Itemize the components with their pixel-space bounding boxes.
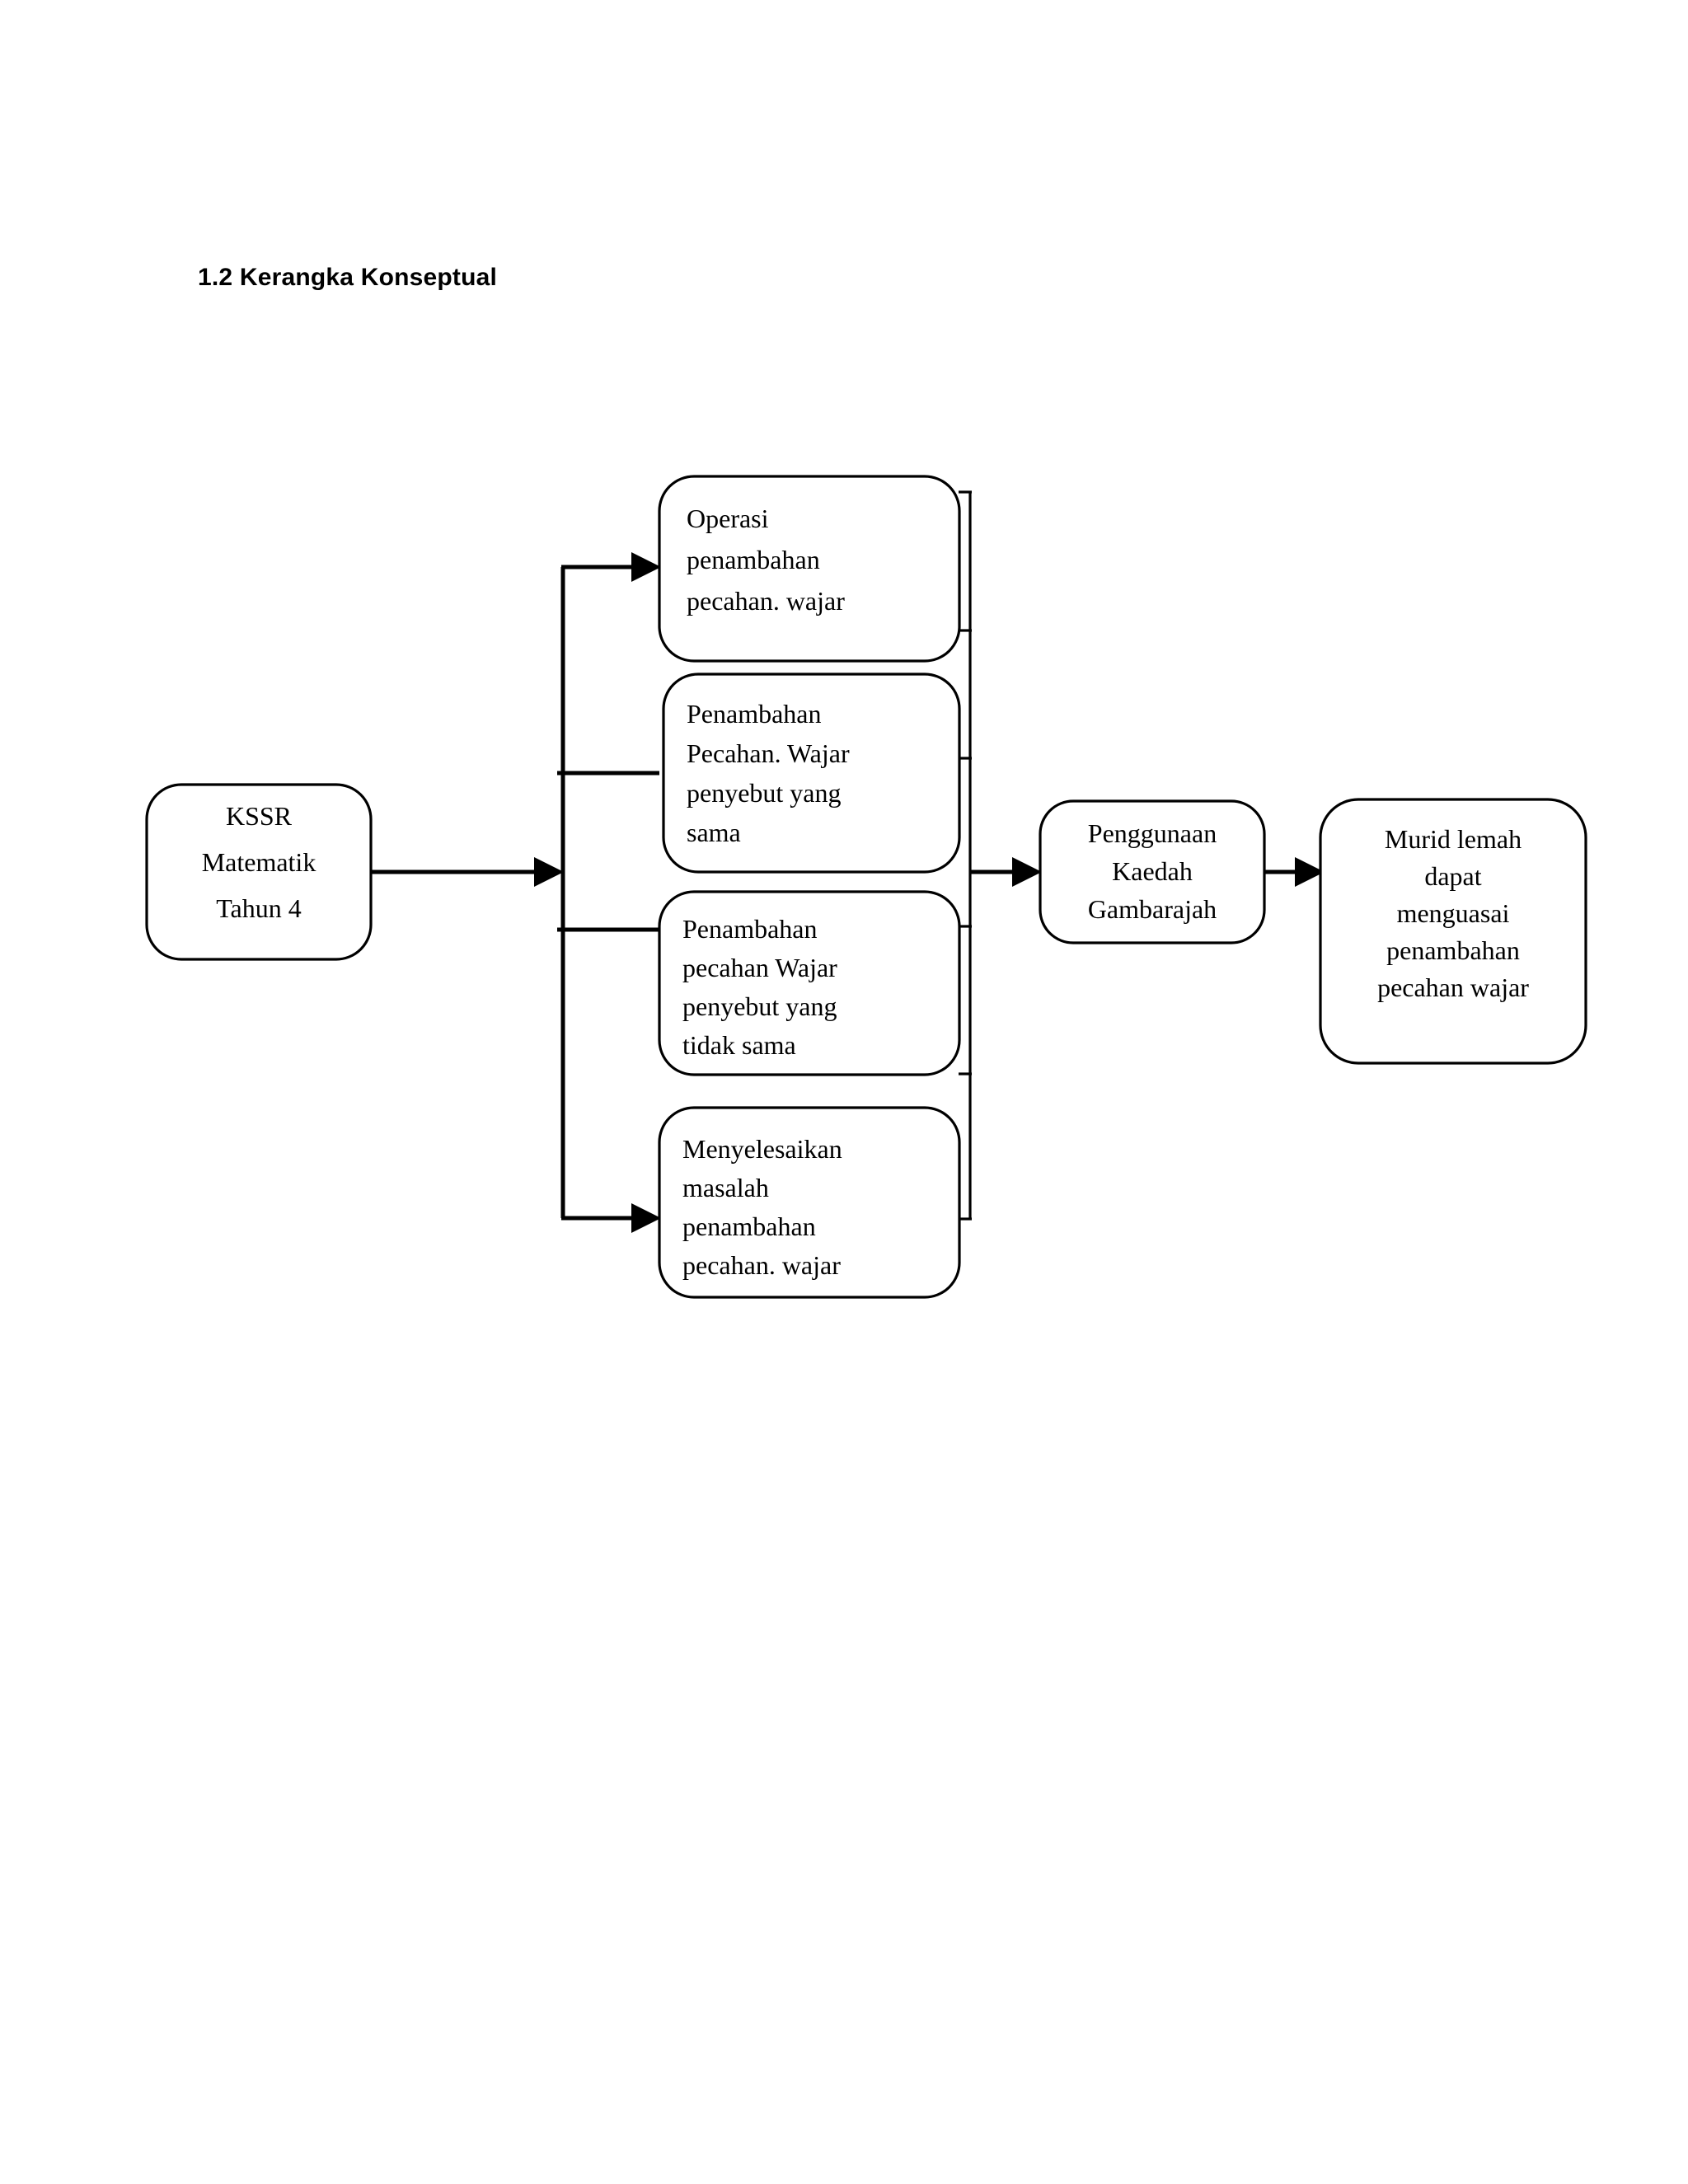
node-box[interactable]	[662, 673, 961, 874]
node-label-line: menguasai	[1397, 898, 1510, 928]
node-label-line: masalah	[682, 1173, 769, 1202]
node-label-line: Penggunaan	[1088, 818, 1217, 848]
node-box[interactable]	[658, 475, 961, 663]
node-label-line: penambahan	[1386, 935, 1520, 965]
node-label-line: Pecahan. Wajar	[687, 738, 850, 768]
node-label-line: Penambahan	[682, 914, 818, 944]
arrowhead-icon	[631, 552, 661, 582]
node-label-line: sama	[687, 818, 741, 847]
node-label-line: Gambarajah	[1088, 894, 1217, 924]
node-penambahan-pecahan-wajar-penyebut-sama[interactable]: Penambahan Pecahan. Wajar penyebut yang …	[662, 673, 961, 874]
node-box[interactable]	[1039, 799, 1266, 944]
node-label-line: penyebut yang	[682, 991, 837, 1021]
node-kssr-matematik-tahun-4[interactable]: KSSR Matematik Tahun 4	[145, 783, 373, 961]
node-label-line: penyebut yang	[687, 778, 842, 808]
node-penggunaan-kaedah-gambarajah[interactable]: Penggunaan Kaedah Gambarajah	[1039, 799, 1266, 944]
node-operasi-penambahan-pecahan-wajar[interactable]: Operasi penambahan pecahan. wajar	[658, 475, 961, 663]
node-label-line: Tahun 4	[216, 893, 302, 923]
node-murid-lemah-dapat-menguasai[interactable]: Murid lemah dapat menguasai penambahan p…	[1319, 798, 1587, 1065]
node-penambahan-pecahan-wajar-penyebut-tidak-sama[interactable]: Penambahan pecahan Wajar penyebut yang t…	[658, 890, 961, 1076]
node-label-line: dapat	[1424, 861, 1481, 891]
edge-trunk-to-branch-4	[561, 1203, 661, 1233]
node-label-line: tidak sama	[682, 1030, 796, 1060]
node-label-line: penambahan	[682, 1212, 816, 1241]
node-label-line: Menyelesaikan	[682, 1134, 842, 1164]
edge-input-to-trunk	[354, 857, 564, 887]
page-title: 1.2 Kerangka Konseptual	[198, 264, 498, 291]
node-box[interactable]	[145, 783, 373, 961]
node-label-line: pecahan Wajar	[682, 953, 837, 982]
arrowhead-icon	[1012, 857, 1042, 887]
node-label-line: penambahan	[687, 545, 820, 574]
node-box[interactable]	[1319, 798, 1587, 1065]
arrowhead-icon	[631, 1203, 661, 1233]
connector-layer	[354, 490, 1325, 1233]
node-label-line: Kaedah	[1112, 856, 1193, 886]
edge-trunk-to-branch-1	[561, 552, 661, 582]
node-label-line: pecahan. wajar	[687, 586, 845, 616]
node-label-line: Murid lemah	[1385, 824, 1522, 854]
arrowhead-icon	[1295, 857, 1325, 887]
node-label-line: KSSR	[226, 801, 293, 831]
edge-method-to-outcome	[1264, 857, 1325, 887]
node-box[interactable]	[658, 890, 961, 1076]
node-label-line: pecahan. wajar	[682, 1250, 841, 1280]
node-label-line: Penambahan	[687, 699, 822, 729]
node-box[interactable]	[658, 1106, 961, 1299]
node-label-line: Operasi	[687, 504, 769, 533]
node-menyelesaikan-masalah-penambahan-pecahan-wajar[interactable]: Menyelesaikan masalah penambahan pecahan…	[658, 1106, 961, 1299]
edge-collector-to-method	[970, 857, 1042, 887]
arrowhead-icon	[534, 857, 564, 887]
node-label-line: pecahan wajar	[1377, 972, 1529, 1002]
node-label-line: Matematik	[202, 847, 316, 877]
